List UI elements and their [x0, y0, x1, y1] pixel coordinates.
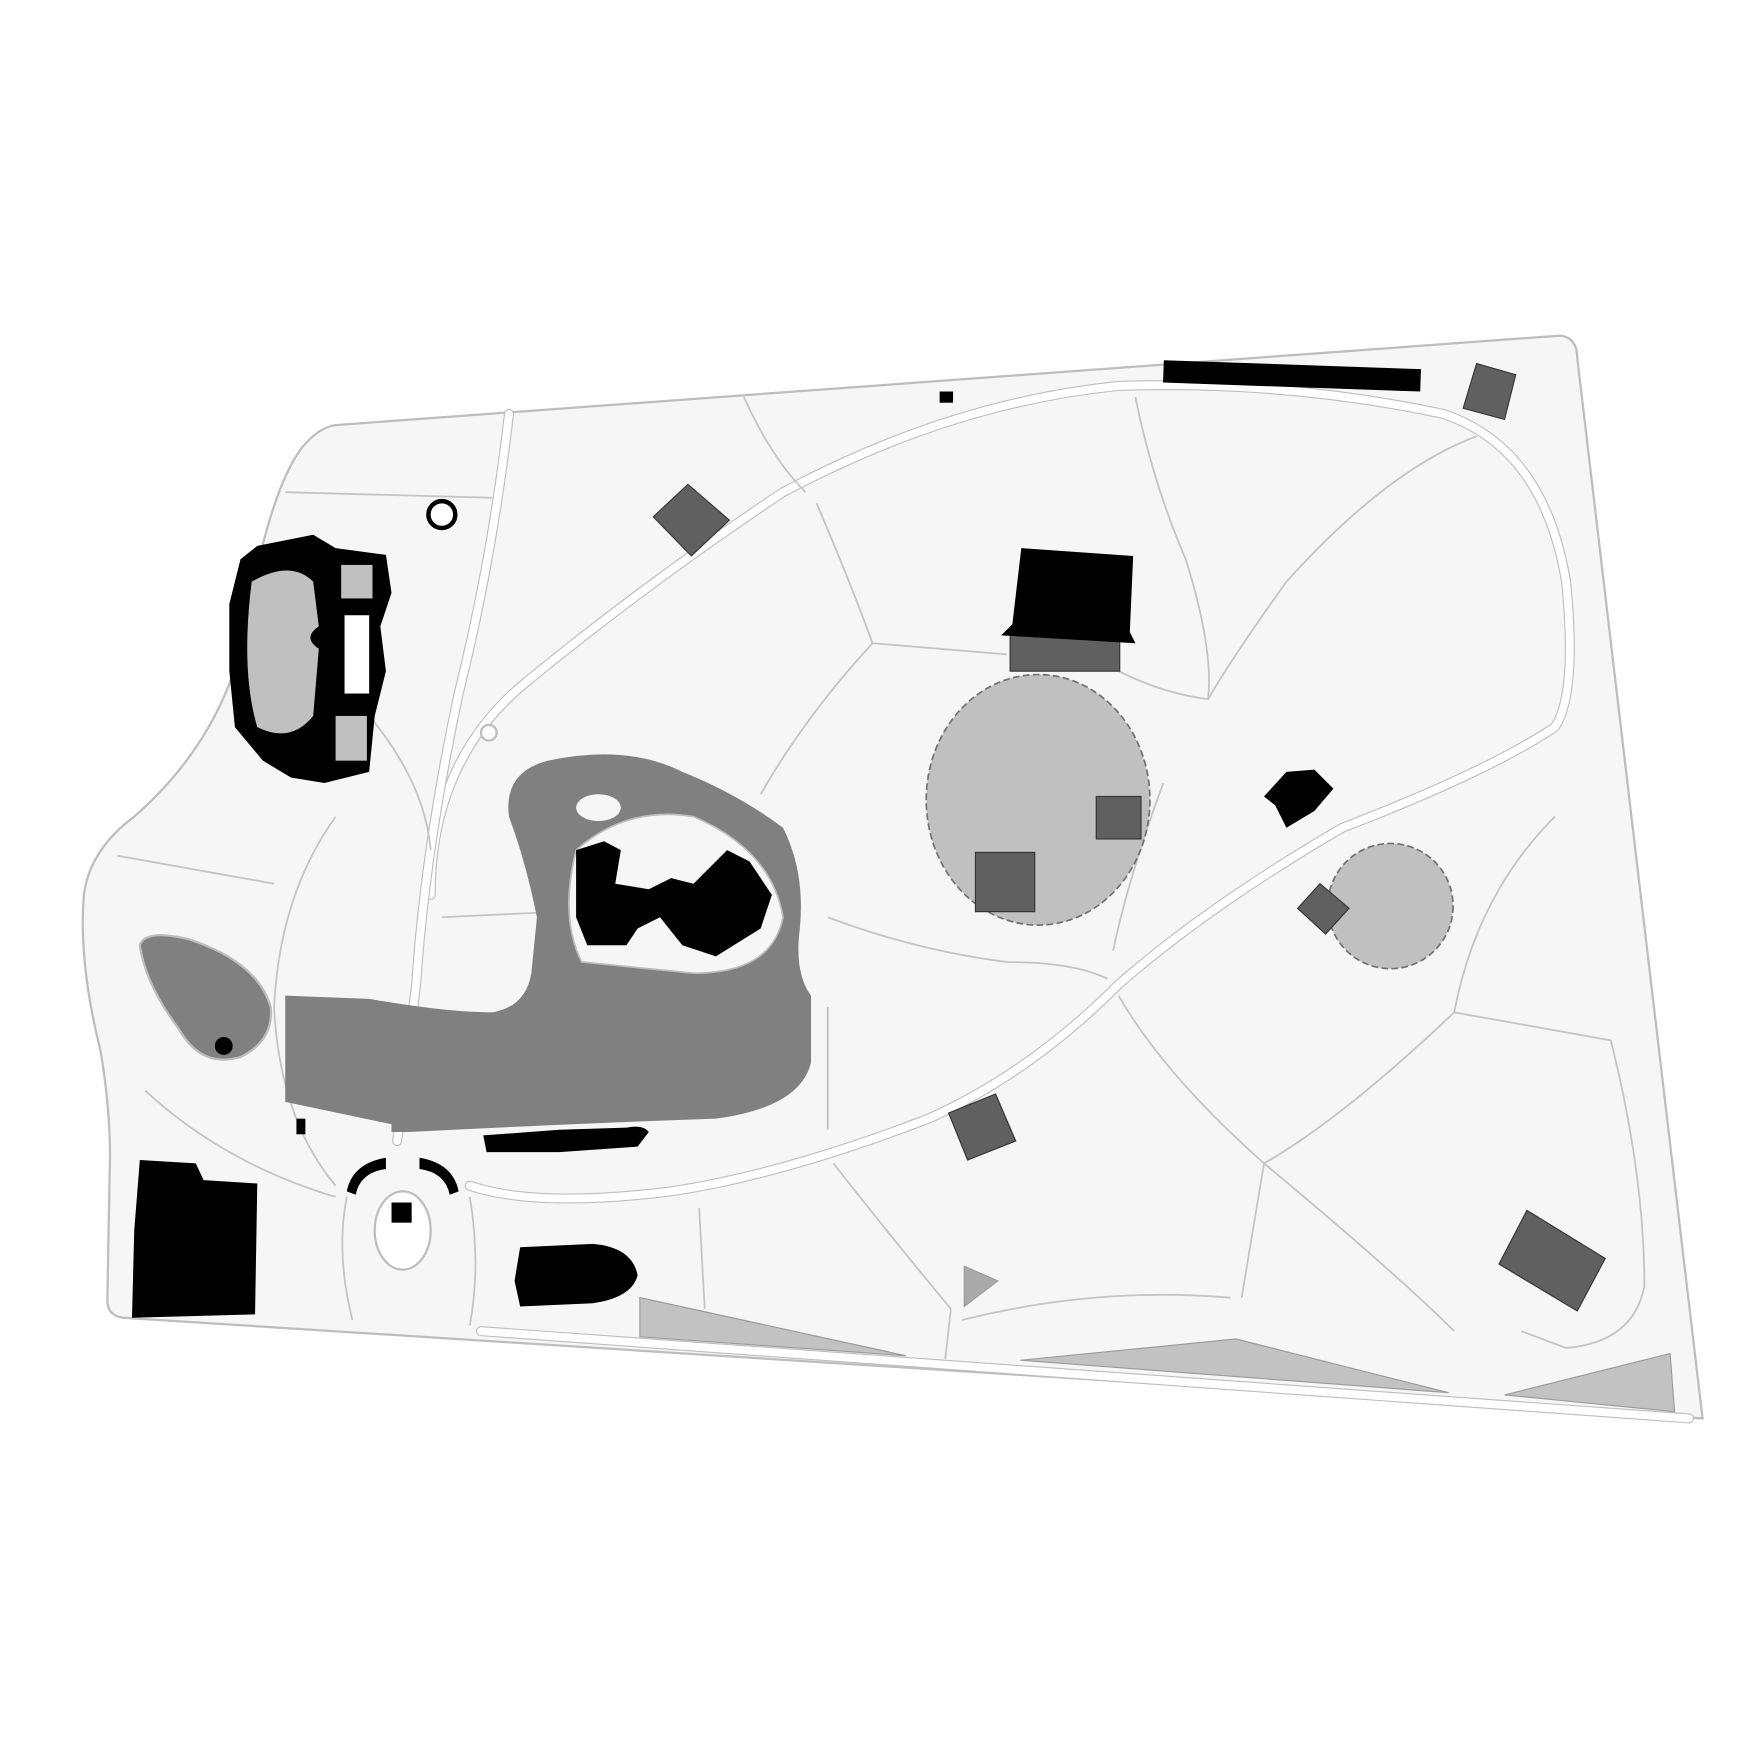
fountain	[479, 723, 498, 742]
park-boundary	[81, 334, 1704, 1420]
buildings	[131, 360, 1421, 1318]
gatehouse	[939, 391, 954, 403]
exedra-left	[346, 1157, 386, 1195]
forecourt-roundabout	[373, 1190, 432, 1271]
pavilion	[974, 851, 1036, 913]
footpaths	[117, 396, 1646, 1360]
planting-bed	[1504, 1352, 1676, 1413]
church	[514, 1243, 638, 1307]
orangery	[483, 1126, 649, 1153]
kiosk	[296, 1118, 306, 1135]
museum	[131, 1160, 258, 1318]
castle	[576, 841, 772, 957]
planting-bed	[639, 1296, 907, 1357]
pavilion	[652, 483, 731, 557]
theatre	[1001, 548, 1136, 644]
planting-bed	[1020, 1338, 1449, 1394]
pond-folly	[214, 1036, 233, 1055]
lake-islet	[576, 794, 621, 822]
palace-court-right	[335, 715, 367, 761]
west-pond	[138, 934, 273, 1061]
pavilion	[1462, 362, 1517, 421]
pavilion	[1498, 1209, 1606, 1312]
exedra-right	[419, 1157, 459, 1195]
north-range	[1163, 360, 1421, 392]
south-boulevard	[475, 1326, 1695, 1424]
pavilion	[1296, 882, 1350, 935]
palace-court-right	[341, 564, 373, 599]
rotunda	[426, 498, 458, 531]
pavilion	[1095, 795, 1142, 840]
triangle-lawn	[963, 1265, 999, 1308]
planting-beds	[639, 1265, 1676, 1413]
pavilion	[947, 1093, 1017, 1161]
forecourt-monument	[391, 1202, 412, 1223]
main-loop-road	[425, 380, 1575, 1204]
palace-courtyard	[247, 570, 319, 734]
villa	[1264, 769, 1334, 828]
palace-court-right	[344, 615, 370, 694]
